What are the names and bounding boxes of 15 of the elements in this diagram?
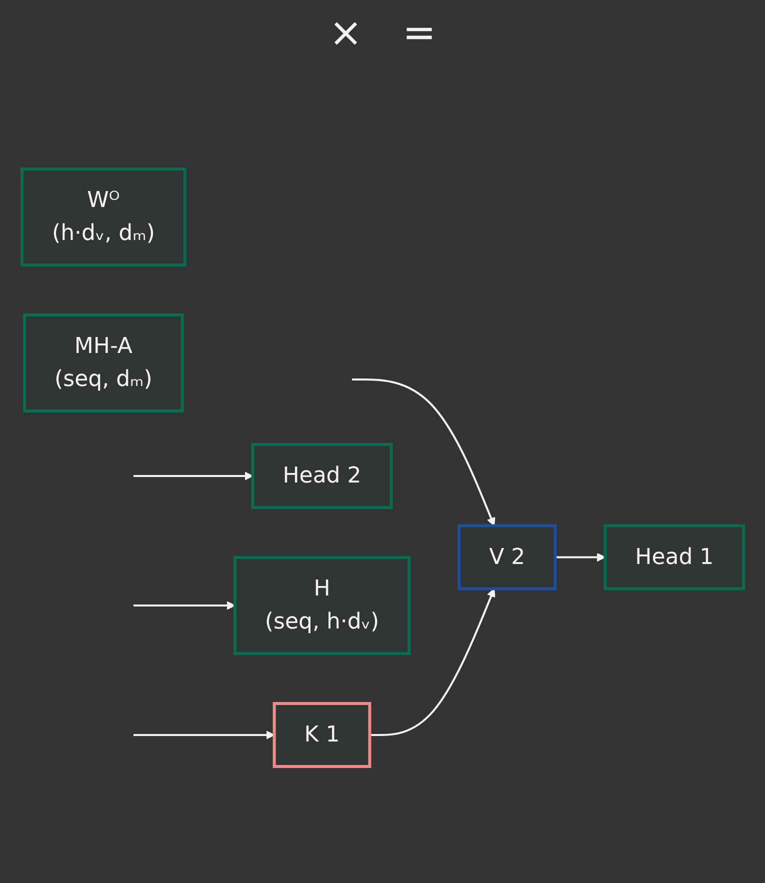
operator-symbol: × <box>328 10 362 56</box>
arrow <box>133 600 235 610</box>
node-box: Head 2 <box>250 442 392 509</box>
node-box: K 1 <box>272 702 371 768</box>
node-box: H (seq, h·dᵥ) <box>233 556 410 655</box>
node-box: MH-A (seq, dₘ) <box>22 313 184 412</box>
node-box: Wᴼ (h·dᵥ, dₘ) <box>20 167 186 266</box>
arrow <box>133 730 274 740</box>
operator-symbol: = <box>402 10 436 56</box>
arrow <box>369 588 495 736</box>
node-box: Head 1 <box>603 524 745 590</box>
arrow <box>554 552 606 562</box>
arrow <box>133 471 253 480</box>
node-box: V 2 <box>457 524 556 590</box>
arrow <box>352 378 495 526</box>
